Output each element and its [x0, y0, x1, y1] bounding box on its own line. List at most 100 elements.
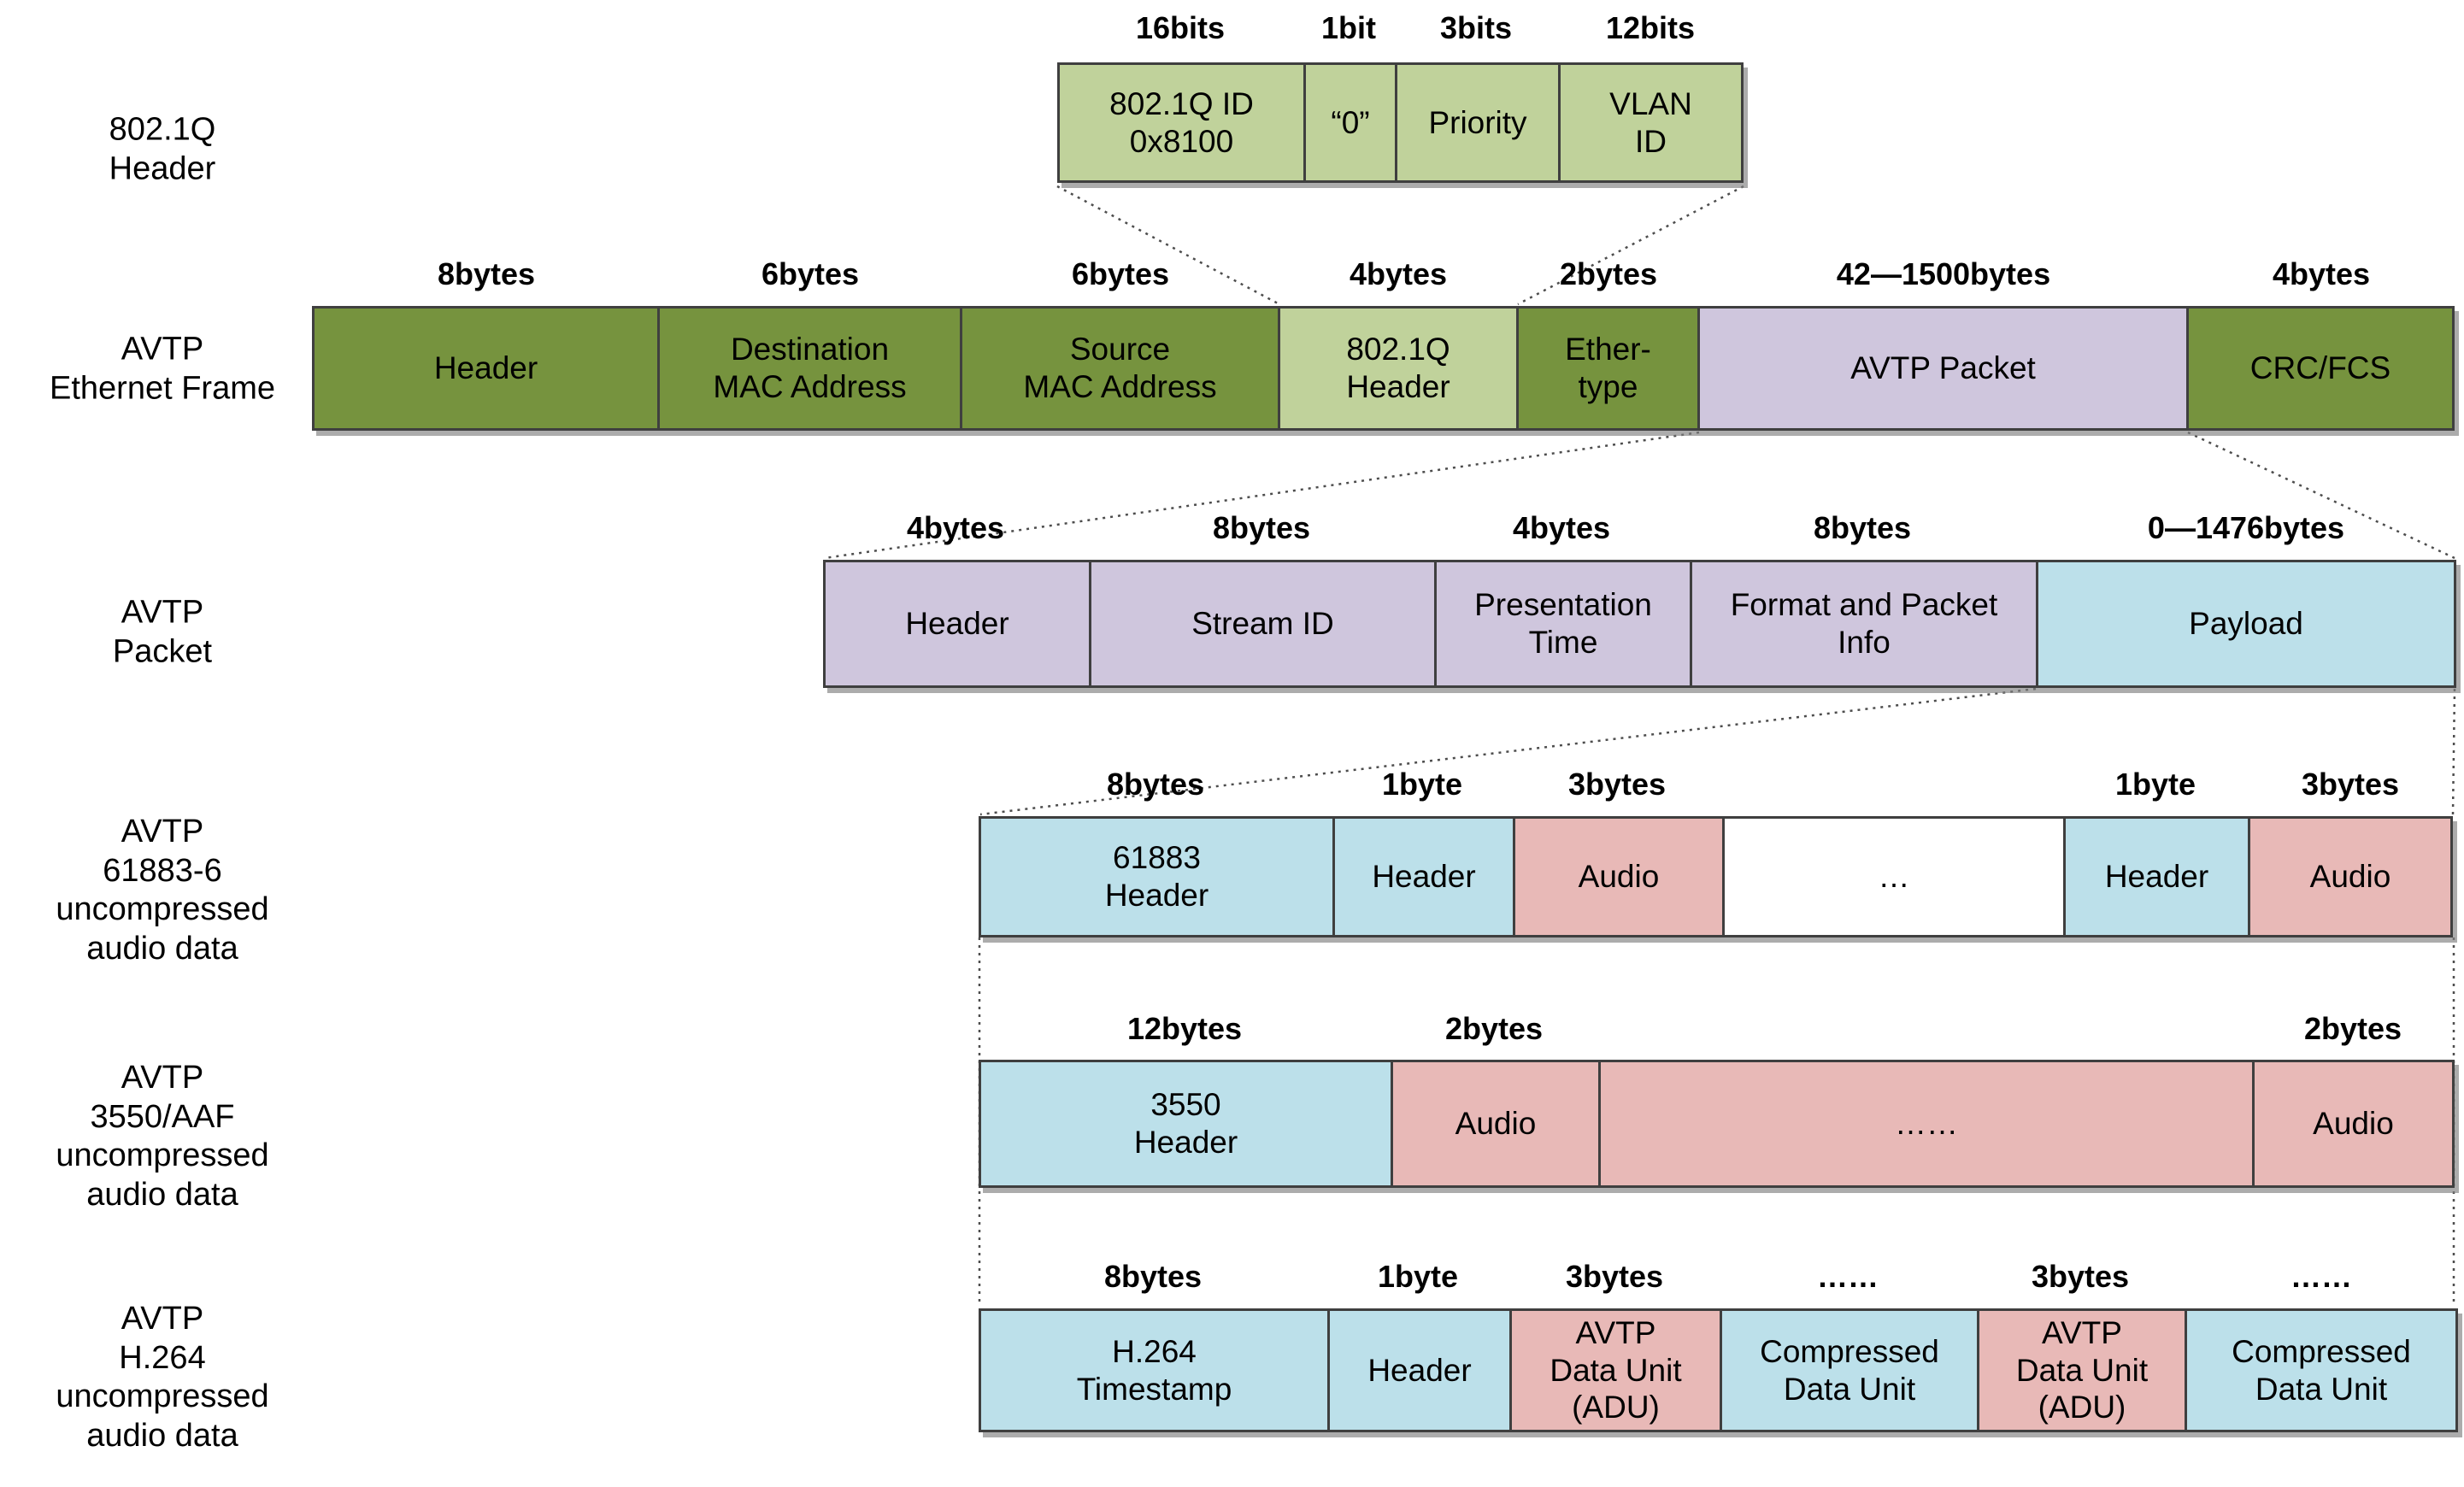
box-label: Priority [1428, 104, 1527, 140]
box-format-packet-info: Format and Packet Info [1692, 562, 2038, 685]
box-label: …… [1895, 1106, 1958, 1142]
box-avtp-data-unit: AVTP Data Unit (ADU) [1512, 1311, 1722, 1430]
box-label: Header [433, 350, 538, 386]
size-label-4bytes: 4bytes [906, 510, 1005, 545]
box-8021q-header: 802.1Q Header [1280, 309, 1519, 428]
size-label-6bytes: 6bytes [761, 256, 860, 291]
size-label-3bytes: 3bytes [1567, 767, 1667, 802]
row-label-avtp-packet: AVTP Packet [112, 594, 213, 669]
box-ellipsis: …… [1601, 1062, 2255, 1185]
size-label-4bytes: 4bytes [1512, 510, 1611, 545]
box-priority: Priority [1397, 65, 1561, 180]
box-label: Source MAC Address [1023, 332, 1217, 404]
box-label: Audio [1455, 1106, 1537, 1142]
box-label: Header [1367, 1352, 1472, 1388]
box-dest-mac: Destination MAC Address [660, 309, 962, 428]
box-audio: Audio [2255, 1062, 2452, 1185]
band-ethernet-frame: Header Destination MAC Address Source MA… [312, 306, 2455, 431]
row-label-8021q-header: 802.1Q Header [109, 111, 216, 186]
band-3550-aaf: 3550 Header Audio …… Audio [979, 1060, 2455, 1188]
box-61883-header: 61883 Header [981, 819, 1335, 935]
size-label-8bytes: 8bytes [1813, 510, 1912, 545]
box-label: Audio [2313, 1106, 2394, 1142]
size-label-1byte: 1byte [2114, 767, 2196, 802]
band-h264: H.264 Timestamp Header AVTP Data Unit (A… [979, 1308, 2458, 1432]
box-8021q-id: 802.1Q ID 0x8100 [1060, 65, 1306, 180]
box-vlan-id: VLAN ID [1561, 65, 1741, 180]
box-source-mac: Source MAC Address [962, 309, 1280, 428]
box-header: Header [1330, 1311, 1512, 1430]
size-label-3bytes: 3bytes [1565, 1259, 1664, 1294]
box-label: Stream ID [1191, 606, 1334, 642]
box-label: Audio [1578, 859, 1660, 895]
size-label-3bytes: 3bytes [2301, 767, 2400, 802]
box-label: AVTP Data Unit (ADU) [2015, 1315, 2149, 1425]
box-label: Format and Packet Info [1730, 587, 1998, 660]
box-compressed-data-unit: Compressed Data Unit [2187, 1311, 2455, 1430]
band-avtp-packet: Header Stream ID Presentation Time Forma… [823, 560, 2456, 688]
box-label: Header [1372, 859, 1476, 895]
box-header: Header [2066, 819, 2250, 935]
box-label: CRC/FCS [2249, 350, 2391, 386]
box-ellipsis: … [1725, 819, 2066, 935]
box-ethertype: Ether- type [1519, 309, 1700, 428]
size-label-6bytes: 6bytes [1071, 256, 1170, 291]
box-packet-header: Header [826, 562, 1091, 685]
size-label-16bits: 16bits [1135, 10, 1226, 45]
size-label-4bytes: 4bytes [2272, 256, 2371, 291]
row-label-61883: AVTP 61883-6 uncompressed audio data [56, 813, 269, 967]
box-label: Compressed Data Unit [2232, 1333, 2411, 1407]
box-label: 802.1Q Header [1346, 332, 1450, 404]
box-presentation-time: Presentation Time [1437, 562, 1692, 685]
size-label-ellipsis: …… [2291, 1259, 2352, 1294]
size-label-8bytes: 8bytes [1212, 510, 1311, 545]
size-label-8bytes: 8bytes [1103, 1259, 1203, 1294]
box-label: Payload [2189, 606, 2303, 642]
size-label-8bytes: 8bytes [1106, 767, 1205, 802]
row-label-ethernet-frame: AVTP Ethernet Frame [50, 331, 275, 406]
size-label-42-1500bytes: 42—1500bytes [1836, 256, 2051, 291]
box-label: H.264 Timestamp [1076, 1333, 1232, 1407]
box-label: 3550 Header [1133, 1087, 1238, 1160]
box-avtp-data-unit: AVTP Data Unit (ADU) [1979, 1311, 2187, 1430]
box-eth-header: Header [315, 309, 660, 428]
row-label-h264: AVTP H.264 uncompressed audio data [56, 1300, 269, 1454]
size-label-1bit: 1bit [1320, 10, 1377, 45]
box-label: Header [905, 606, 1009, 642]
box-label: VLAN ID [1609, 85, 1692, 159]
size-label-0-1476bytes: 0—1476bytes [2147, 510, 2345, 545]
box-label: Header [2104, 859, 2209, 895]
box-label: AVTP Data Unit (ADU) [1550, 1315, 1682, 1425]
size-label-ellipsis: …… [1817, 1259, 1879, 1294]
box-crc-fcs: CRC/FCS [2189, 309, 2452, 428]
size-label-4bytes: 4bytes [1349, 256, 1448, 291]
band-8021q-header: 802.1Q ID 0x8100 “0” Priority VLAN ID [1057, 62, 1744, 183]
box-payload: Payload [2038, 562, 2454, 685]
box-stream-id: Stream ID [1091, 562, 1437, 685]
box-audio: Audio [1515, 819, 1725, 935]
box-3550-header: 3550 Header [981, 1062, 1393, 1185]
size-label-2bytes: 2bytes [1559, 256, 1658, 291]
box-audio: Audio [2250, 819, 2450, 935]
size-label-1byte: 1byte [1381, 767, 1463, 802]
size-label-3bytes: 3bytes [2031, 1259, 2130, 1294]
box-label: AVTP Packet [1850, 350, 2036, 386]
size-label-3bits: 3bits [1439, 10, 1513, 45]
box-label: Compressed Data Unit [1760, 1333, 1939, 1407]
box-audio: Audio [1393, 1062, 1601, 1185]
box-label: … [1878, 859, 1910, 895]
box-label: 61883 Header [1104, 840, 1209, 913]
box-label: Ether- type [1565, 332, 1651, 404]
box-h264-timestamp: H.264 Timestamp [981, 1311, 1330, 1430]
row-label-3550-aaf: AVTP 3550/AAF uncompressed audio data [56, 1059, 269, 1213]
box-label: “0” [1331, 104, 1370, 140]
box-label: Audio [2309, 859, 2391, 895]
band-61883: 61883 Header Header Audio … Header Audio [979, 816, 2453, 937]
size-label-2bytes: 2bytes [1444, 1011, 1544, 1046]
size-label-1byte: 1byte [1377, 1259, 1459, 1294]
size-label-12bits: 12bits [1605, 10, 1696, 45]
size-label-2bytes: 2bytes [2303, 1011, 2402, 1046]
box-zero-bit: “0” [1306, 65, 1397, 180]
box-compressed-data-unit: Compressed Data Unit [1722, 1311, 1979, 1430]
